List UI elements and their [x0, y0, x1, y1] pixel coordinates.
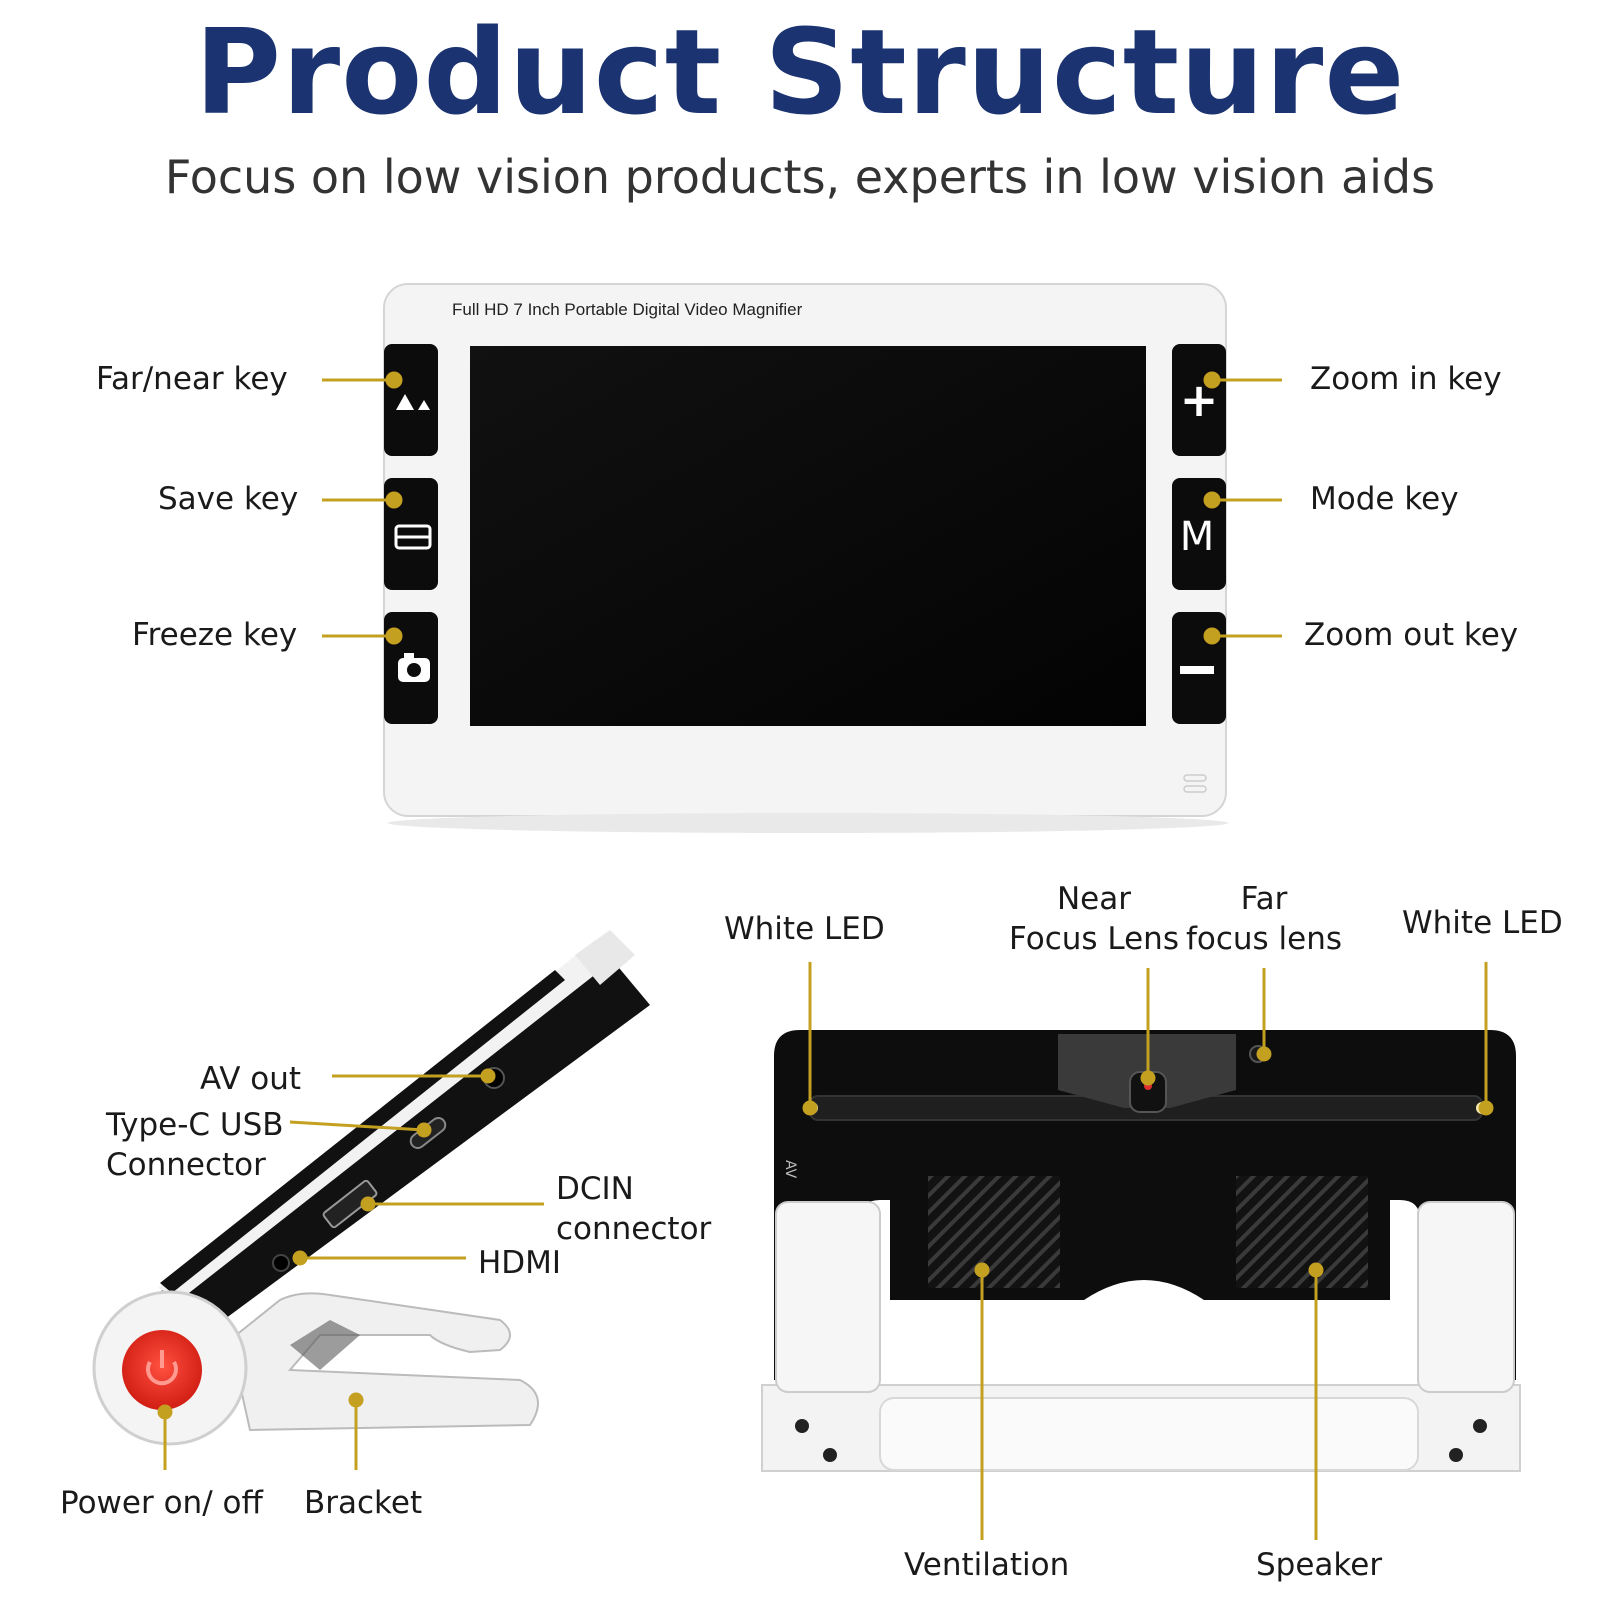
- zoom-in-key[interactable]: +: [1172, 344, 1226, 456]
- page-title: Product Structure: [194, 3, 1406, 141]
- center-notch: [1084, 1280, 1204, 1300]
- far-near-icon: [396, 394, 414, 410]
- label-dcin-line1: DCIN: [556, 1171, 634, 1207]
- right-stand-panel: [1417, 1201, 1515, 1393]
- hdmi-port: [322, 1179, 378, 1229]
- speaker-slot-icon: [1183, 774, 1207, 782]
- front-leaders: [322, 371, 1282, 645]
- speaker-grille: [1236, 1176, 1368, 1288]
- label-white-led-right: White LED: [1402, 905, 1563, 941]
- front-device: Full HD 7 Inch Portable Digital Video Ma…: [383, 283, 1228, 833]
- label-far-line1: Far: [1240, 881, 1288, 917]
- label-far-near-key: Far/near key: [96, 361, 288, 397]
- left-stand-panel: [775, 1201, 881, 1393]
- back-device: AV: [761, 1030, 1521, 1472]
- far-near-icon-small: [418, 400, 430, 410]
- dcin-port: [272, 1254, 290, 1272]
- side-leaders: [157, 1068, 544, 1470]
- side-device: [92, 930, 650, 1446]
- bracket-shape: [228, 1292, 539, 1432]
- speaker-slot-icon: [1183, 785, 1207, 793]
- label-far-line2: focus lens: [1185, 921, 1343, 957]
- device-model-text: Full HD 7 Inch Portable Digital Video Ma…: [452, 300, 803, 319]
- label-ventilation: Ventilation: [904, 1547, 1070, 1583]
- label-zoom-out-key: Zoom out key: [1304, 617, 1519, 653]
- power-button[interactable]: [122, 1330, 202, 1410]
- label-save-key: Save key: [158, 481, 299, 517]
- zoom-out-key[interactable]: [1172, 612, 1226, 724]
- label-mode-key: Mode key: [1310, 481, 1459, 517]
- label-type-c-line1: Type-C USB: [106, 1107, 284, 1143]
- label-near-line2: Focus Lens: [1009, 921, 1179, 957]
- page-subtitle: Focus on low vision products, experts in…: [164, 150, 1436, 204]
- label-power: Power on/ off: [60, 1485, 263, 1521]
- label-freeze-key: Freeze key: [132, 617, 298, 653]
- stand-roller: [879, 1397, 1419, 1471]
- far-near-key[interactable]: [384, 344, 438, 456]
- label-near-line1: Near: [1056, 881, 1131, 917]
- minus-icon: [1180, 666, 1214, 674]
- label-bracket: Bracket: [304, 1485, 423, 1521]
- side-body: [150, 945, 650, 1330]
- power-icon: [146, 1360, 178, 1386]
- label-zoom-in-key: Zoom in key: [1310, 361, 1502, 397]
- label-dcin-line2: connector: [556, 1211, 712, 1247]
- av-side-text: AV: [782, 1160, 798, 1179]
- label-white-led-left: White LED: [724, 911, 885, 947]
- label-speaker: Speaker: [1256, 1547, 1383, 1583]
- back-leaders: [802, 962, 1494, 1540]
- mode-m-icon: M: [1180, 514, 1215, 560]
- ventilation-grille: [928, 1176, 1060, 1288]
- device-screen: [470, 346, 1146, 726]
- label-av-out: AV out: [200, 1061, 302, 1097]
- device-shadow: [388, 813, 1228, 833]
- label-type-c-line2: Connector: [106, 1147, 266, 1183]
- label-hdmi: HDMI: [478, 1245, 562, 1281]
